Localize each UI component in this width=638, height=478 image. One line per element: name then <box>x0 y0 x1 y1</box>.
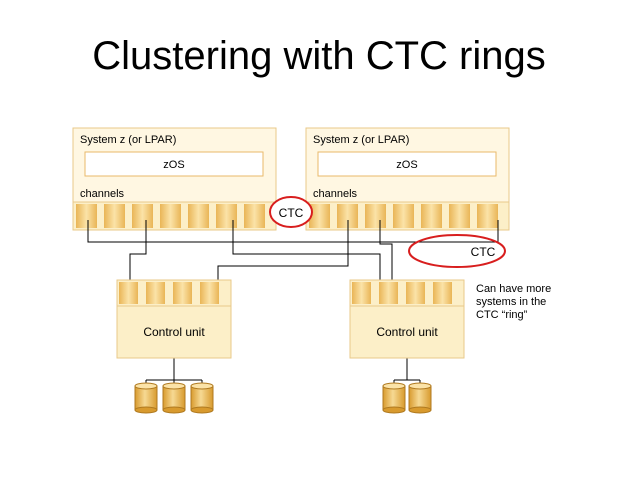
disk-group-1 <box>134 382 214 414</box>
channel-ports-2 <box>309 204 498 228</box>
system-box-2: System z (or LPAR) zOS channels <box>305 127 510 231</box>
ctc-marker-1: CTC <box>269 196 313 228</box>
disk-icon <box>190 382 214 414</box>
control-unit-1: Control unit <box>116 279 232 359</box>
disk-icon <box>162 382 186 414</box>
control-unit-label-2: Control unit <box>376 325 438 339</box>
channels-label-2: channels <box>313 188 358 200</box>
system-label-2: System z (or LPAR) <box>313 134 409 146</box>
slide-title: Clustering with CTC rings <box>92 34 546 78</box>
disk-group-2 <box>382 382 432 414</box>
ctc-label-1: CTC <box>279 206 304 220</box>
disk-icon <box>382 382 406 414</box>
ring-note: Can have more systems in the CTC “ring” <box>476 283 551 321</box>
system-label-1: System z (or LPAR) <box>80 134 176 146</box>
os-label-2: zOS <box>396 159 417 171</box>
control-unit-label-1: Control unit <box>143 325 205 339</box>
ctc-label-2: CTC <box>471 245 496 259</box>
note-line-2: systems in the <box>476 296 546 308</box>
os-box-1 <box>84 151 264 177</box>
disk-icon <box>408 382 432 414</box>
control-unit-2: Control unit <box>349 279 465 359</box>
disk-icon <box>134 382 158 414</box>
system-box-1: System z (or LPAR) zOS channels <box>72 127 277 231</box>
ctc-marker-2: CTC <box>408 234 506 268</box>
channels-label-1: channels <box>80 188 125 200</box>
connection-lines <box>87 220 499 386</box>
channel-ports-1 <box>76 204 265 228</box>
os-label-1: zOS <box>163 159 184 171</box>
note-line-3: CTC “ring” <box>476 309 528 321</box>
os-box-2 <box>317 151 497 177</box>
note-line-1: Can have more <box>476 283 551 295</box>
